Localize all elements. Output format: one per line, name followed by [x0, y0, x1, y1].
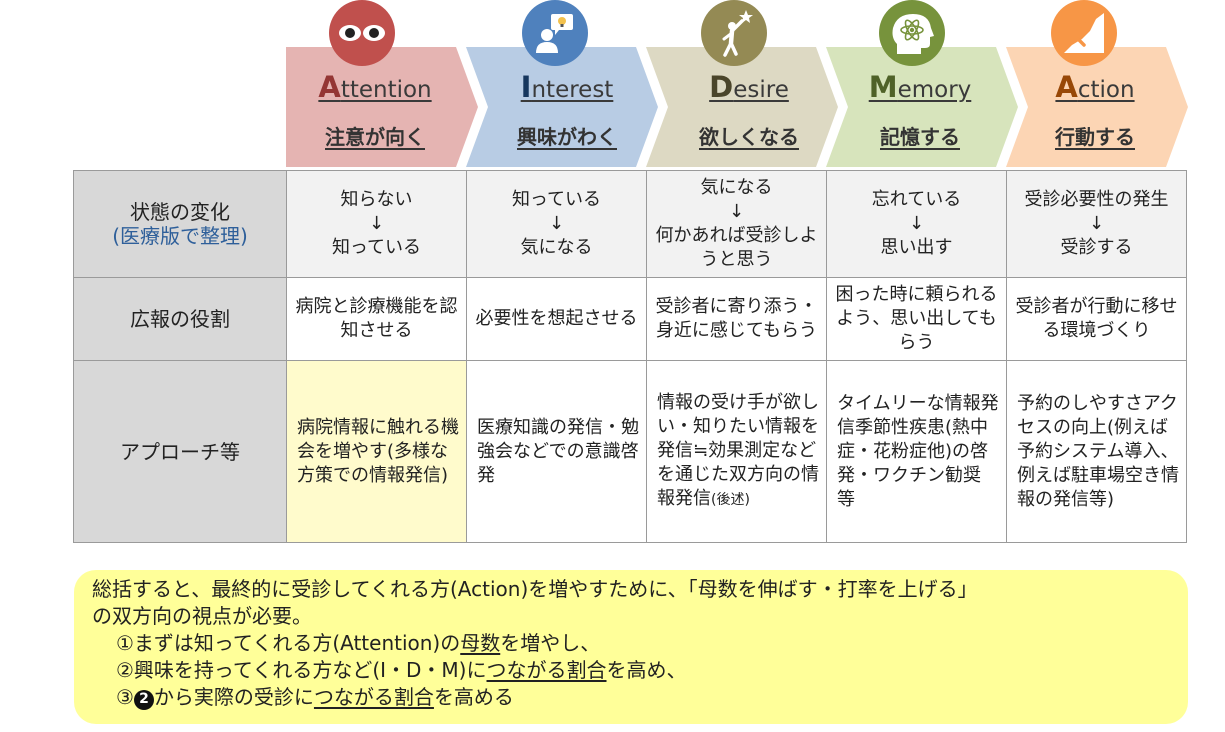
idea-person-icon: [536, 14, 573, 53]
approach-cell-memory: タイムリーな情報発信季節性疾患(熱中症・花粉症他)の啓発・ワクチン勧奨 等: [826, 360, 1007, 543]
aidma-stage-header: Attention Interest Desire Memory Action …: [0, 0, 1225, 170]
role-cell-action: 受診者が行動に移せる環境づくり: [1006, 277, 1187, 361]
approach-cell-action: 予約のしやすさアクセスの向上(例えば予約システム導入、例えば駐車場空き情報の発信…: [1006, 360, 1187, 543]
down-arrow-icon: ↓: [728, 201, 745, 222]
stage-jp-interest: 興味がわく: [517, 125, 617, 149]
stage-label-interest: Interest: [520, 70, 614, 104]
stage-chevron-desire: [646, 47, 838, 167]
row-header-pr-role: 広報の役割: [73, 277, 287, 361]
stage-jp-memory: 記憶する: [880, 125, 960, 149]
summary-emphasis: 母数: [460, 631, 501, 655]
summary-line-2: の双方向の視点が必要。: [92, 604, 312, 628]
state-cell-action: 受診必要性の発生 ↓ 受診する: [1006, 170, 1187, 278]
climber-icon: [1064, 13, 1104, 53]
stage-chevron-attention: [286, 47, 478, 167]
stage-label-attention: Attention: [318, 70, 432, 104]
down-arrow-icon: ↓: [368, 213, 385, 234]
state-after: 気になる: [520, 237, 593, 258]
stage-label-desire: Desire: [709, 70, 789, 104]
summary-text: から実際の受診に: [153, 685, 314, 709]
approach-cell-desire: 情報の受け手が欲しい・知りたい情報を発信≒効果測定などを通じた双方向の情報発信(…: [646, 360, 827, 543]
summary-text: を増やし、: [500, 631, 601, 655]
summary-text: ①まずは知ってくれる方(Attention)の: [116, 631, 461, 655]
row-header-approach: アプローチ等: [73, 360, 287, 543]
stage-jp-attention: 注意が向く: [325, 125, 425, 149]
state-after: 知っている: [331, 237, 422, 258]
stage-circle-memory: [879, 0, 945, 66]
state-cell-desire: 気になる ↓ 何かあれば受診しようと思う: [646, 170, 827, 278]
state-before: 忘れている: [871, 189, 962, 210]
stage-chevron-action: [1006, 47, 1188, 167]
circled-two-icon: 2: [133, 689, 154, 710]
table-row-pr-role: 広報の役割 病院と診療機能を認知させる 必要性を想起させる 受診者に寄り添う・身…: [73, 277, 1187, 361]
state-before: 知らない: [340, 189, 413, 210]
state-after: 受診する: [1060, 237, 1133, 258]
state-after: 何かあれば受診しようと思う: [655, 225, 818, 270]
stage-circle-action: [1051, 0, 1117, 66]
stage-jp-action: 行動する: [1055, 125, 1135, 149]
stage-circle-interest: [522, 0, 588, 66]
approach-cell-interest: 医療知識の発信・勉強会などでの意識啓発: [466, 360, 647, 543]
state-cell-attention: 知らない ↓ 知っている: [286, 170, 467, 278]
stage-label-memory: Memory: [868, 70, 972, 104]
stage-chevron-memory: [826, 47, 1018, 167]
approach-cell-attention: 病院情報に触れる機会を増やす(多様な方策での情報発信): [286, 360, 467, 543]
stage-circle-desire: [701, 0, 767, 66]
state-before: 受診必要性の発生: [1024, 189, 1169, 210]
state-before: 気になる: [700, 177, 773, 198]
state-before: 知っている: [511, 189, 602, 210]
summary-line-1: 総括すると、最終的に受診してくれる方(Action)を増やすために、「母数を伸ば…: [92, 577, 978, 601]
eyes-icon: [339, 25, 385, 41]
table-row-approach: アプローチ等 病院情報に触れる機会を増やす(多様な方策での情報発信) 医療知識の…: [73, 360, 1187, 543]
stage-label-action: Action: [1055, 70, 1135, 104]
row-header-state-change: 状態の変化 (医療版で整理): [73, 170, 287, 278]
table-row-state-change: 状態の変化 (医療版で整理) 知らない ↓ 知っている 知っている ↓ 気になる…: [73, 170, 1187, 278]
row-header-sublabel: (医療版で整理): [112, 224, 248, 248]
reaching-star-icon: [722, 10, 753, 57]
down-arrow-icon: ↓: [908, 213, 925, 234]
summary-text: ②興味を持ってくれる方など(I・D・M)に: [116, 658, 487, 682]
brain-atom-icon: [892, 14, 934, 54]
summary-box: 総括すると、最終的に受診してくれる方(Action)を増やすために、「母数を伸ば…: [74, 570, 1188, 724]
stage-chevron-interest: [466, 47, 658, 167]
state-after: 思い出す: [880, 237, 953, 258]
state-cell-interest: 知っている ↓ 気になる: [466, 170, 647, 278]
summary-point-1: ①まずは知ってくれる方(Attention)の母数を増やし、: [92, 630, 1188, 657]
aidma-table: 状態の変化 (医療版で整理) 知らない ↓ 知っている 知っている ↓ 気になる…: [73, 170, 1187, 543]
summary-text: を高める: [433, 685, 514, 709]
summary-text: を高め、: [606, 658, 687, 682]
stage-jp-desire: 欲しくなる: [699, 125, 799, 149]
role-cell-attention: 病院と診療機能を認知させる: [286, 277, 467, 361]
approach-text: 情報の受け手が欲しい・知りたい情報を発信≒効果測定などを通じた双方向の情報発信: [657, 392, 819, 509]
summary-emphasis: つながる割合: [313, 685, 434, 709]
role-cell-interest: 必要性を想起させる: [466, 277, 647, 361]
summary-emphasis: つながる割合: [486, 658, 607, 682]
stage-circle-attention: [329, 0, 395, 66]
down-arrow-icon: ↓: [1088, 213, 1105, 234]
down-arrow-icon: ↓: [548, 213, 565, 234]
summary-point-2: ②興味を持ってくれる方など(I・D・M)につながる割合を高め、: [92, 657, 1188, 684]
approach-note: (後述): [711, 492, 750, 508]
state-cell-memory: 忘れている ↓ 思い出す: [826, 170, 1007, 278]
role-cell-desire: 受診者に寄り添う・身近に感じてもらう: [646, 277, 827, 361]
summary-text: ③: [116, 685, 134, 709]
role-cell-memory: 困った時に頼られるよう、思い出してもらう: [826, 277, 1007, 361]
row-header-label: 状態の変化: [130, 200, 230, 224]
